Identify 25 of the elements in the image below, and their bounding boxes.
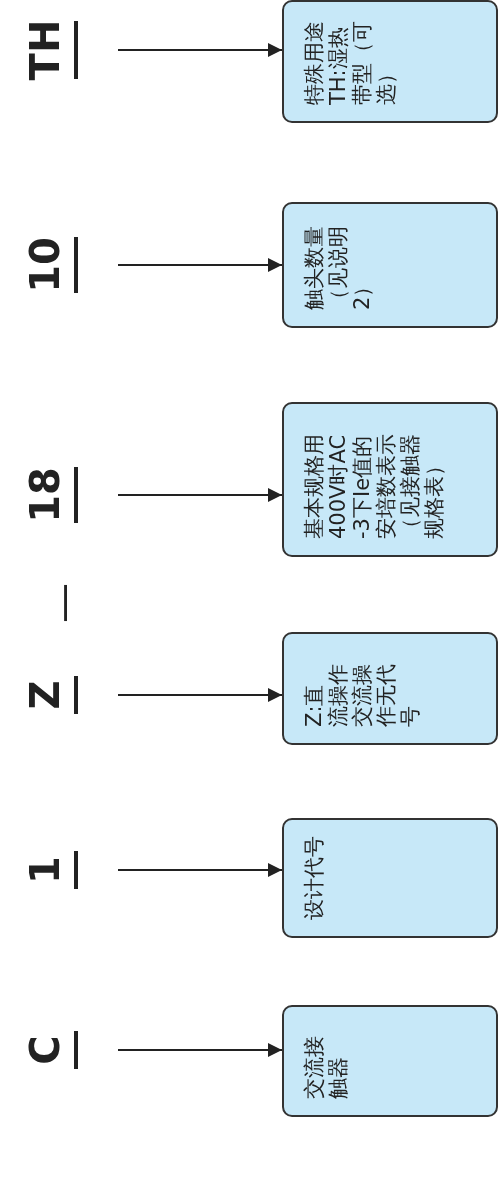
description-box [282, 402, 498, 557]
arrow [117, 863, 283, 877]
arrow [117, 688, 283, 702]
description-box [282, 202, 498, 328]
code-segment: C [22, 1027, 114, 1073]
description-box [282, 818, 498, 938]
description-text: 基本规格用400V时AC-3下Ie值的安培数表示（见接触器规格表） [302, 434, 446, 539]
description-box [282, 1005, 498, 1117]
code-segment: 1 [22, 847, 114, 893]
code-segment: Z [22, 672, 114, 718]
arrow [117, 488, 283, 502]
description-text: 交流接触器 [302, 1036, 350, 1099]
code-segment: 18 [22, 463, 114, 527]
code-segment: 10 [22, 233, 114, 297]
description-text: 设计代号 [302, 836, 326, 920]
separator-dash: — [40, 583, 86, 623]
arrow [117, 43, 283, 57]
description-text: 特殊用途TH:湿热带型（可选） [302, 21, 398, 105]
description-text: 触头数量（见说明2） [302, 226, 374, 310]
arrow [117, 1043, 283, 1057]
code-segment: TH [22, 17, 114, 83]
arrow [117, 258, 283, 272]
description-box [282, 632, 498, 745]
description-text: Z:直流操作交流操作无代号 [302, 664, 422, 727]
description-box [282, 0, 498, 123]
